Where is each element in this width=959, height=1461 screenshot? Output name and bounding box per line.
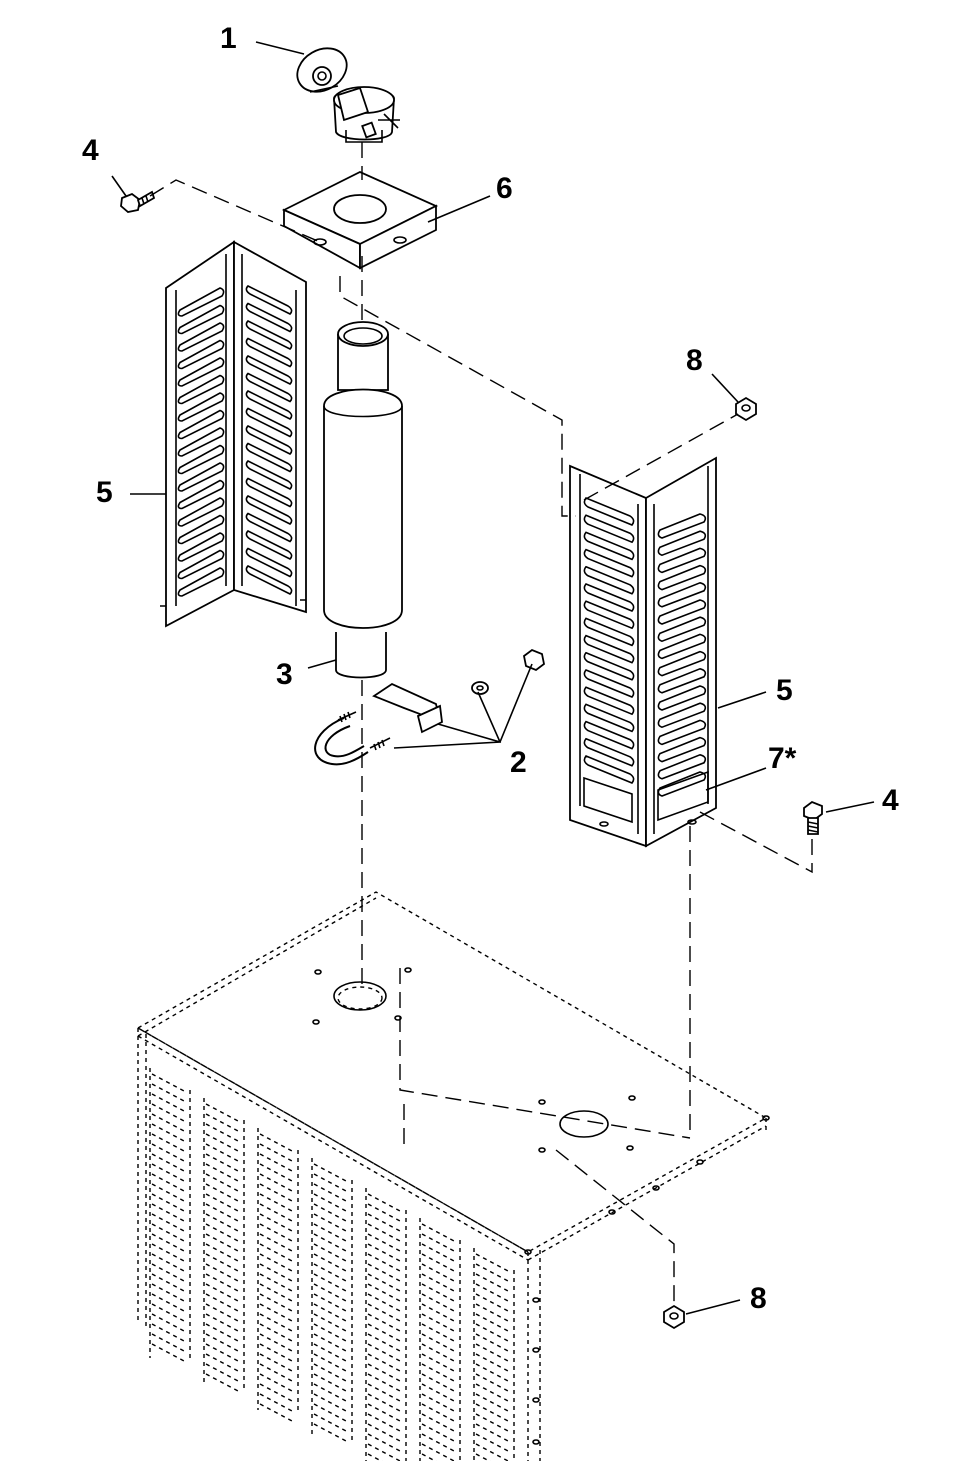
callout-2: 2 [510, 746, 527, 779]
muffler [323, 321, 403, 679]
callout-3: 3 [276, 658, 293, 691]
clamp-assembly [314, 648, 545, 766]
nut-bottom [663, 1304, 685, 1330]
louvered-panel-left [160, 240, 307, 628]
callout-1: 1 [220, 22, 237, 55]
rain-cap [296, 47, 400, 143]
callout-7: 7* [768, 742, 797, 775]
square-flange [281, 171, 439, 270]
louvered-panel-right [569, 456, 717, 848]
callout-8-bottom: 8 [750, 1282, 767, 1315]
callout-4-right: 4 [882, 784, 899, 817]
nut-top [735, 396, 757, 422]
bolt-right [803, 800, 823, 835]
enclosure-housing [136, 891, 770, 1461]
leader-lines [111, 41, 875, 1315]
callout-8-top: 8 [686, 344, 703, 377]
callout-5-left: 5 [96, 476, 113, 509]
callout-5-right: 5 [776, 674, 793, 707]
callout-6: 6 [496, 172, 513, 205]
assembly-lines [149, 142, 813, 1304]
callout-4-top: 4 [82, 134, 99, 167]
